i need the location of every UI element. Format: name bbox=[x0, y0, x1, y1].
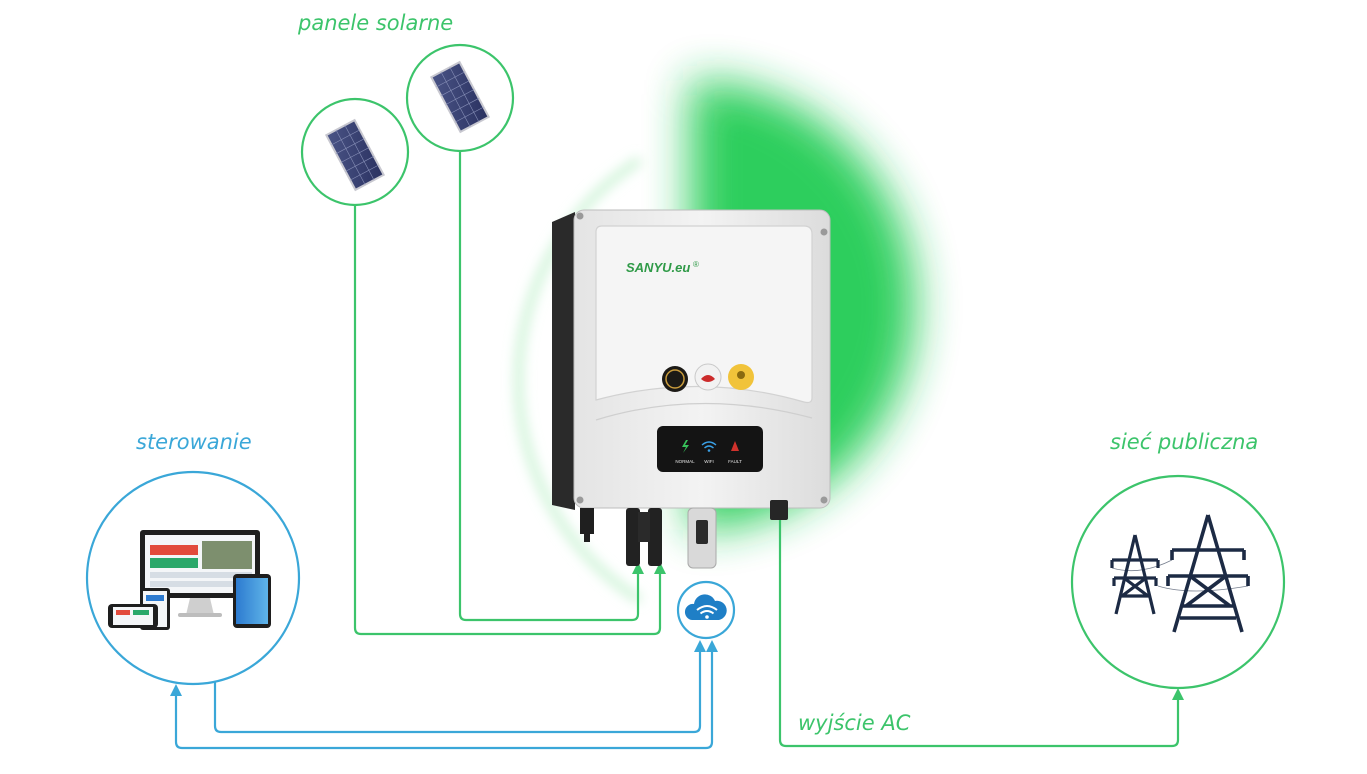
certification-badges bbox=[662, 363, 754, 392]
arrow-up-icon bbox=[706, 640, 718, 652]
normal-led-icon bbox=[682, 440, 689, 453]
monitor-icon bbox=[140, 530, 260, 617]
power-tower-small-icon bbox=[1110, 534, 1160, 615]
arrow-up-icon bbox=[694, 640, 706, 652]
arrow-up-icon bbox=[632, 562, 644, 574]
inverter-brand-logo: SANYU.eu bbox=[626, 260, 690, 275]
cloud-icon bbox=[684, 594, 727, 620]
wifi-led-icon bbox=[701, 441, 717, 449]
fault-led-icon bbox=[731, 441, 739, 451]
control-connection-lines bbox=[174, 630, 714, 750]
phone-icon bbox=[108, 604, 158, 628]
led-label-fault: FAULT bbox=[728, 459, 742, 464]
wifi-icon bbox=[696, 605, 718, 615]
arrow-up-icon bbox=[1172, 688, 1184, 700]
arrow-up-icon bbox=[170, 684, 182, 696]
solar-panel-icon bbox=[324, 118, 386, 192]
arrow-up-icon bbox=[654, 562, 666, 574]
ac-output-line bbox=[778, 520, 1180, 748]
public-grid-circle bbox=[1070, 474, 1286, 690]
label-solar-panels: panele solarne bbox=[298, 11, 454, 35]
solar-panel-circle-1 bbox=[300, 97, 410, 207]
cloud-wifi-circle bbox=[676, 580, 736, 640]
power-lines bbox=[1111, 559, 1249, 592]
led-label-normal: NORMAL bbox=[675, 459, 695, 464]
registered-mark: ® bbox=[693, 260, 699, 269]
tablet-icon bbox=[233, 574, 271, 628]
solar-connection-lines bbox=[353, 150, 662, 636]
led-label-wifi: WIFI bbox=[704, 459, 714, 464]
solar-panel-icon bbox=[429, 60, 491, 134]
label-ac-output: wyjście AC bbox=[798, 711, 911, 735]
status-led-panel: NORMAL WIFI FAULT bbox=[657, 426, 763, 472]
label-control: sterowanie bbox=[136, 430, 252, 454]
control-devices-circle bbox=[85, 470, 301, 686]
power-tower-large-icon bbox=[1166, 514, 1250, 633]
label-public-grid: sieć publiczna bbox=[1110, 430, 1259, 454]
solar-panel-circle-2 bbox=[405, 43, 515, 153]
inverter-connectors bbox=[580, 500, 788, 569]
inverter: SANYU.eu ® NORMAL WIFI FAULT bbox=[552, 209, 831, 569]
